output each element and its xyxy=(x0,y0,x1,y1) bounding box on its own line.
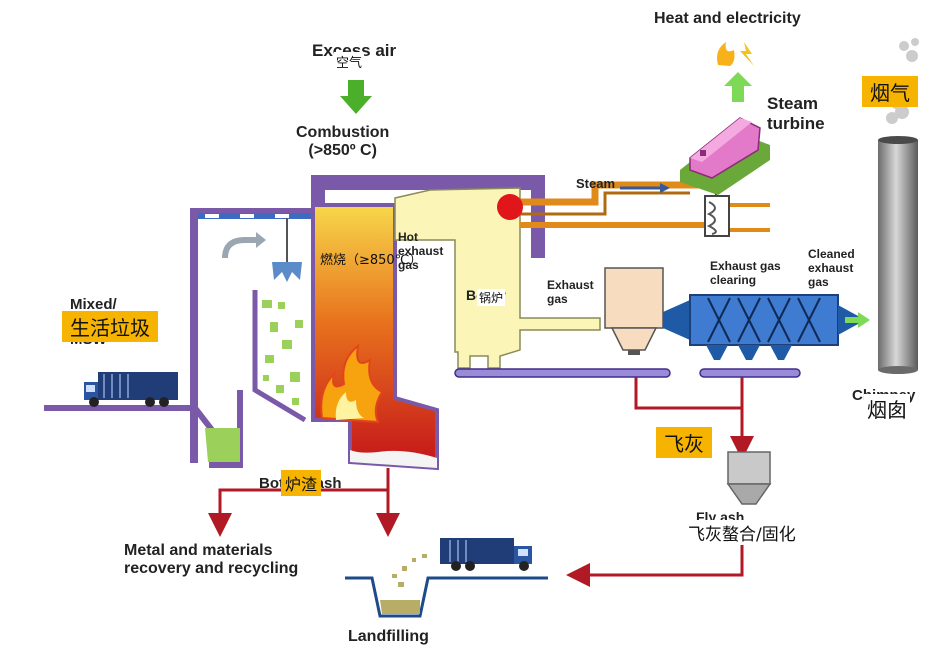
hot-exhaust-gas-label: Hot exhaust gas xyxy=(398,230,444,272)
air-cn-label: 空气 xyxy=(334,52,365,71)
steam-turbine-label: Steam turbine xyxy=(767,94,825,133)
heat-electricity-label: Heat and electricity xyxy=(654,10,801,27)
waste-pieces xyxy=(262,300,303,405)
air-inlet-arrow xyxy=(340,80,372,114)
crane-grab xyxy=(222,218,302,282)
ash-conveyors xyxy=(454,368,801,378)
cleaned-exhaust-gas-label: Cleaned exhaust gas xyxy=(808,247,855,289)
fly-ash-silo xyxy=(726,451,772,505)
exhaust-gas-clearing-label: Exhaust gas clearing xyxy=(710,259,781,287)
furnace-chamber xyxy=(311,203,439,471)
landfilling-label: Landfilling xyxy=(348,628,429,645)
heat-electricity-output xyxy=(717,42,754,102)
boiler-cn-label: 锅炉 xyxy=(477,289,506,306)
scrubber-unit xyxy=(663,294,870,360)
steam-label: Steam xyxy=(576,176,616,191)
steam-circuit xyxy=(497,175,770,237)
steam-turbine-building xyxy=(680,117,770,195)
baghouse-filter xyxy=(604,267,664,355)
garbage-truck-left xyxy=(84,372,178,407)
boiler-unit xyxy=(394,187,601,369)
garbage-truck-right xyxy=(440,538,532,571)
metal-recovery-label: Metal and materials recovery and recycli… xyxy=(124,542,299,578)
msw-cn-tag: 生活垃圾 xyxy=(62,311,158,342)
bottom-ash-cn-tag: 炉渣 xyxy=(281,470,322,496)
combustion-label: Combustion (>850º C) xyxy=(296,124,390,160)
fly-ash-cn-tag: 飞灰 xyxy=(656,427,712,458)
landfill-pit xyxy=(345,554,548,618)
furnace-frame xyxy=(190,175,545,463)
exhaust-gas-label: Exhaust gas xyxy=(547,278,594,306)
waste-bunker xyxy=(44,290,307,468)
combustion-cn-label: 燃烧（≥850℃） xyxy=(320,253,423,268)
fly-ash-treatment-cn-label: 飞灰螯合/固化 xyxy=(686,520,798,545)
flue-gas-cn-tag: 烟气 xyxy=(862,76,918,107)
chimney-cn-label: 烟囱 xyxy=(864,394,910,423)
